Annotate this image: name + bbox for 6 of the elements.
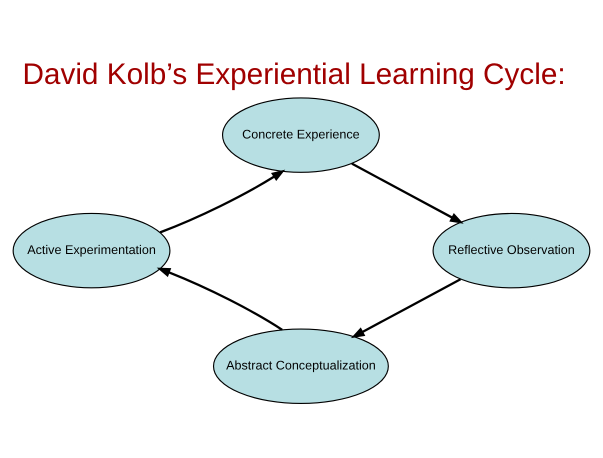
arrow — [351, 162, 464, 224]
arrow — [160, 169, 286, 233]
arrow — [156, 267, 283, 330]
diagram-title: David Kolb’s Experiential Learning Cycle: — [22, 57, 566, 90]
arrow — [350, 278, 462, 338]
node-ellipse: Concrete Experience — [222, 96, 380, 172]
